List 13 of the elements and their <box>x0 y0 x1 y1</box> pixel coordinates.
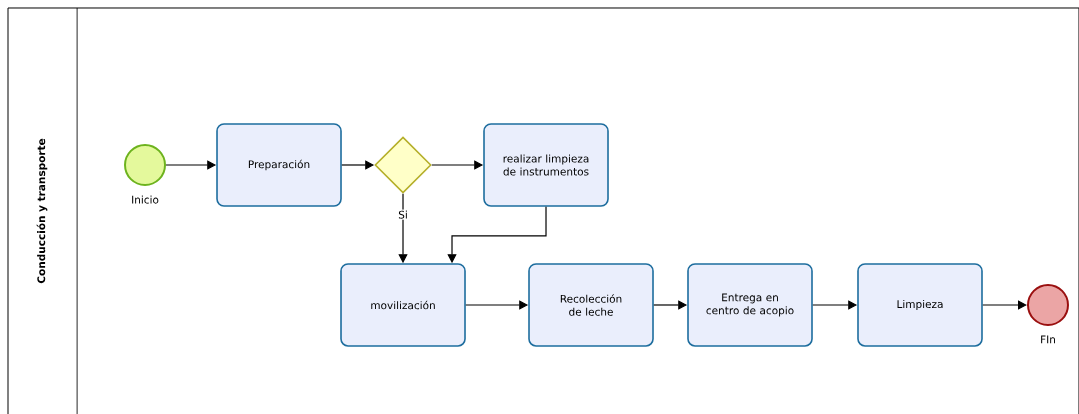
event-circle <box>1027 284 1069 326</box>
edge-label: Si <box>398 210 407 219</box>
event-circle <box>124 144 166 186</box>
gateway-diamond <box>374 136 432 194</box>
event-label: FIn <box>1041 335 1055 344</box>
task-box: realizar limpieza de instrumentos <box>483 123 609 207</box>
task-box: Limpieza <box>857 263 983 347</box>
task-box: movilización <box>340 263 466 347</box>
task-box: Recolección de leche <box>528 263 654 347</box>
event-label: Inicio <box>132 195 159 204</box>
task-box: Preparación <box>216 123 342 207</box>
task-box: Entrega en centro de acopio <box>687 263 813 347</box>
arrow <box>982 300 1027 310</box>
